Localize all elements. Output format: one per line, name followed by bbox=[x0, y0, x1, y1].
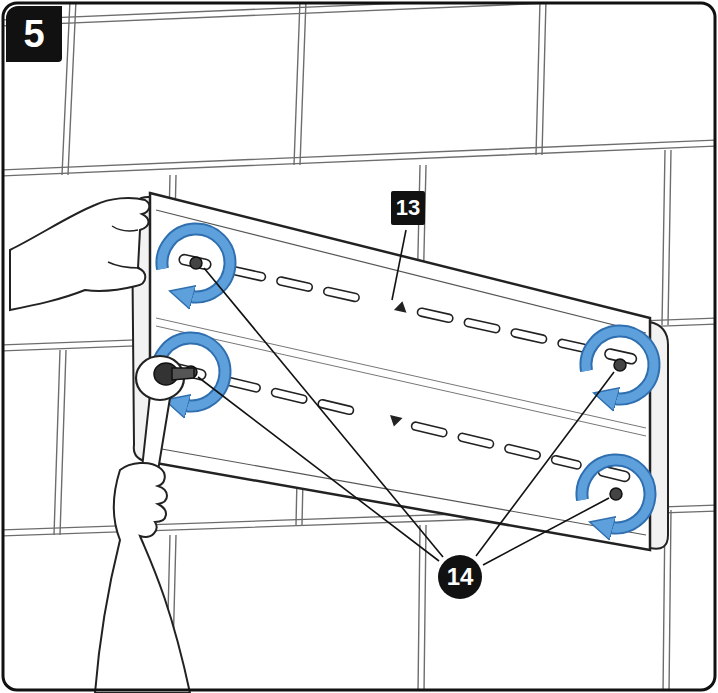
leader-lines bbox=[198, 230, 614, 565]
frame bbox=[3, 3, 715, 690]
callout-number: 14 bbox=[438, 555, 482, 599]
label-text: 5 bbox=[23, 15, 44, 53]
hand bbox=[10, 198, 149, 310]
label-text: 14 bbox=[447, 565, 474, 589]
hand bbox=[95, 463, 190, 693]
rotation-arrows bbox=[157, 229, 654, 528]
wall-tiles bbox=[3, 3, 715, 690]
label-text: 13 bbox=[396, 197, 420, 219]
mounting-plate bbox=[132, 193, 668, 550]
callout-number: 13 bbox=[391, 191, 425, 225]
step-number: 5 bbox=[6, 6, 62, 62]
screws bbox=[185, 257, 626, 500]
